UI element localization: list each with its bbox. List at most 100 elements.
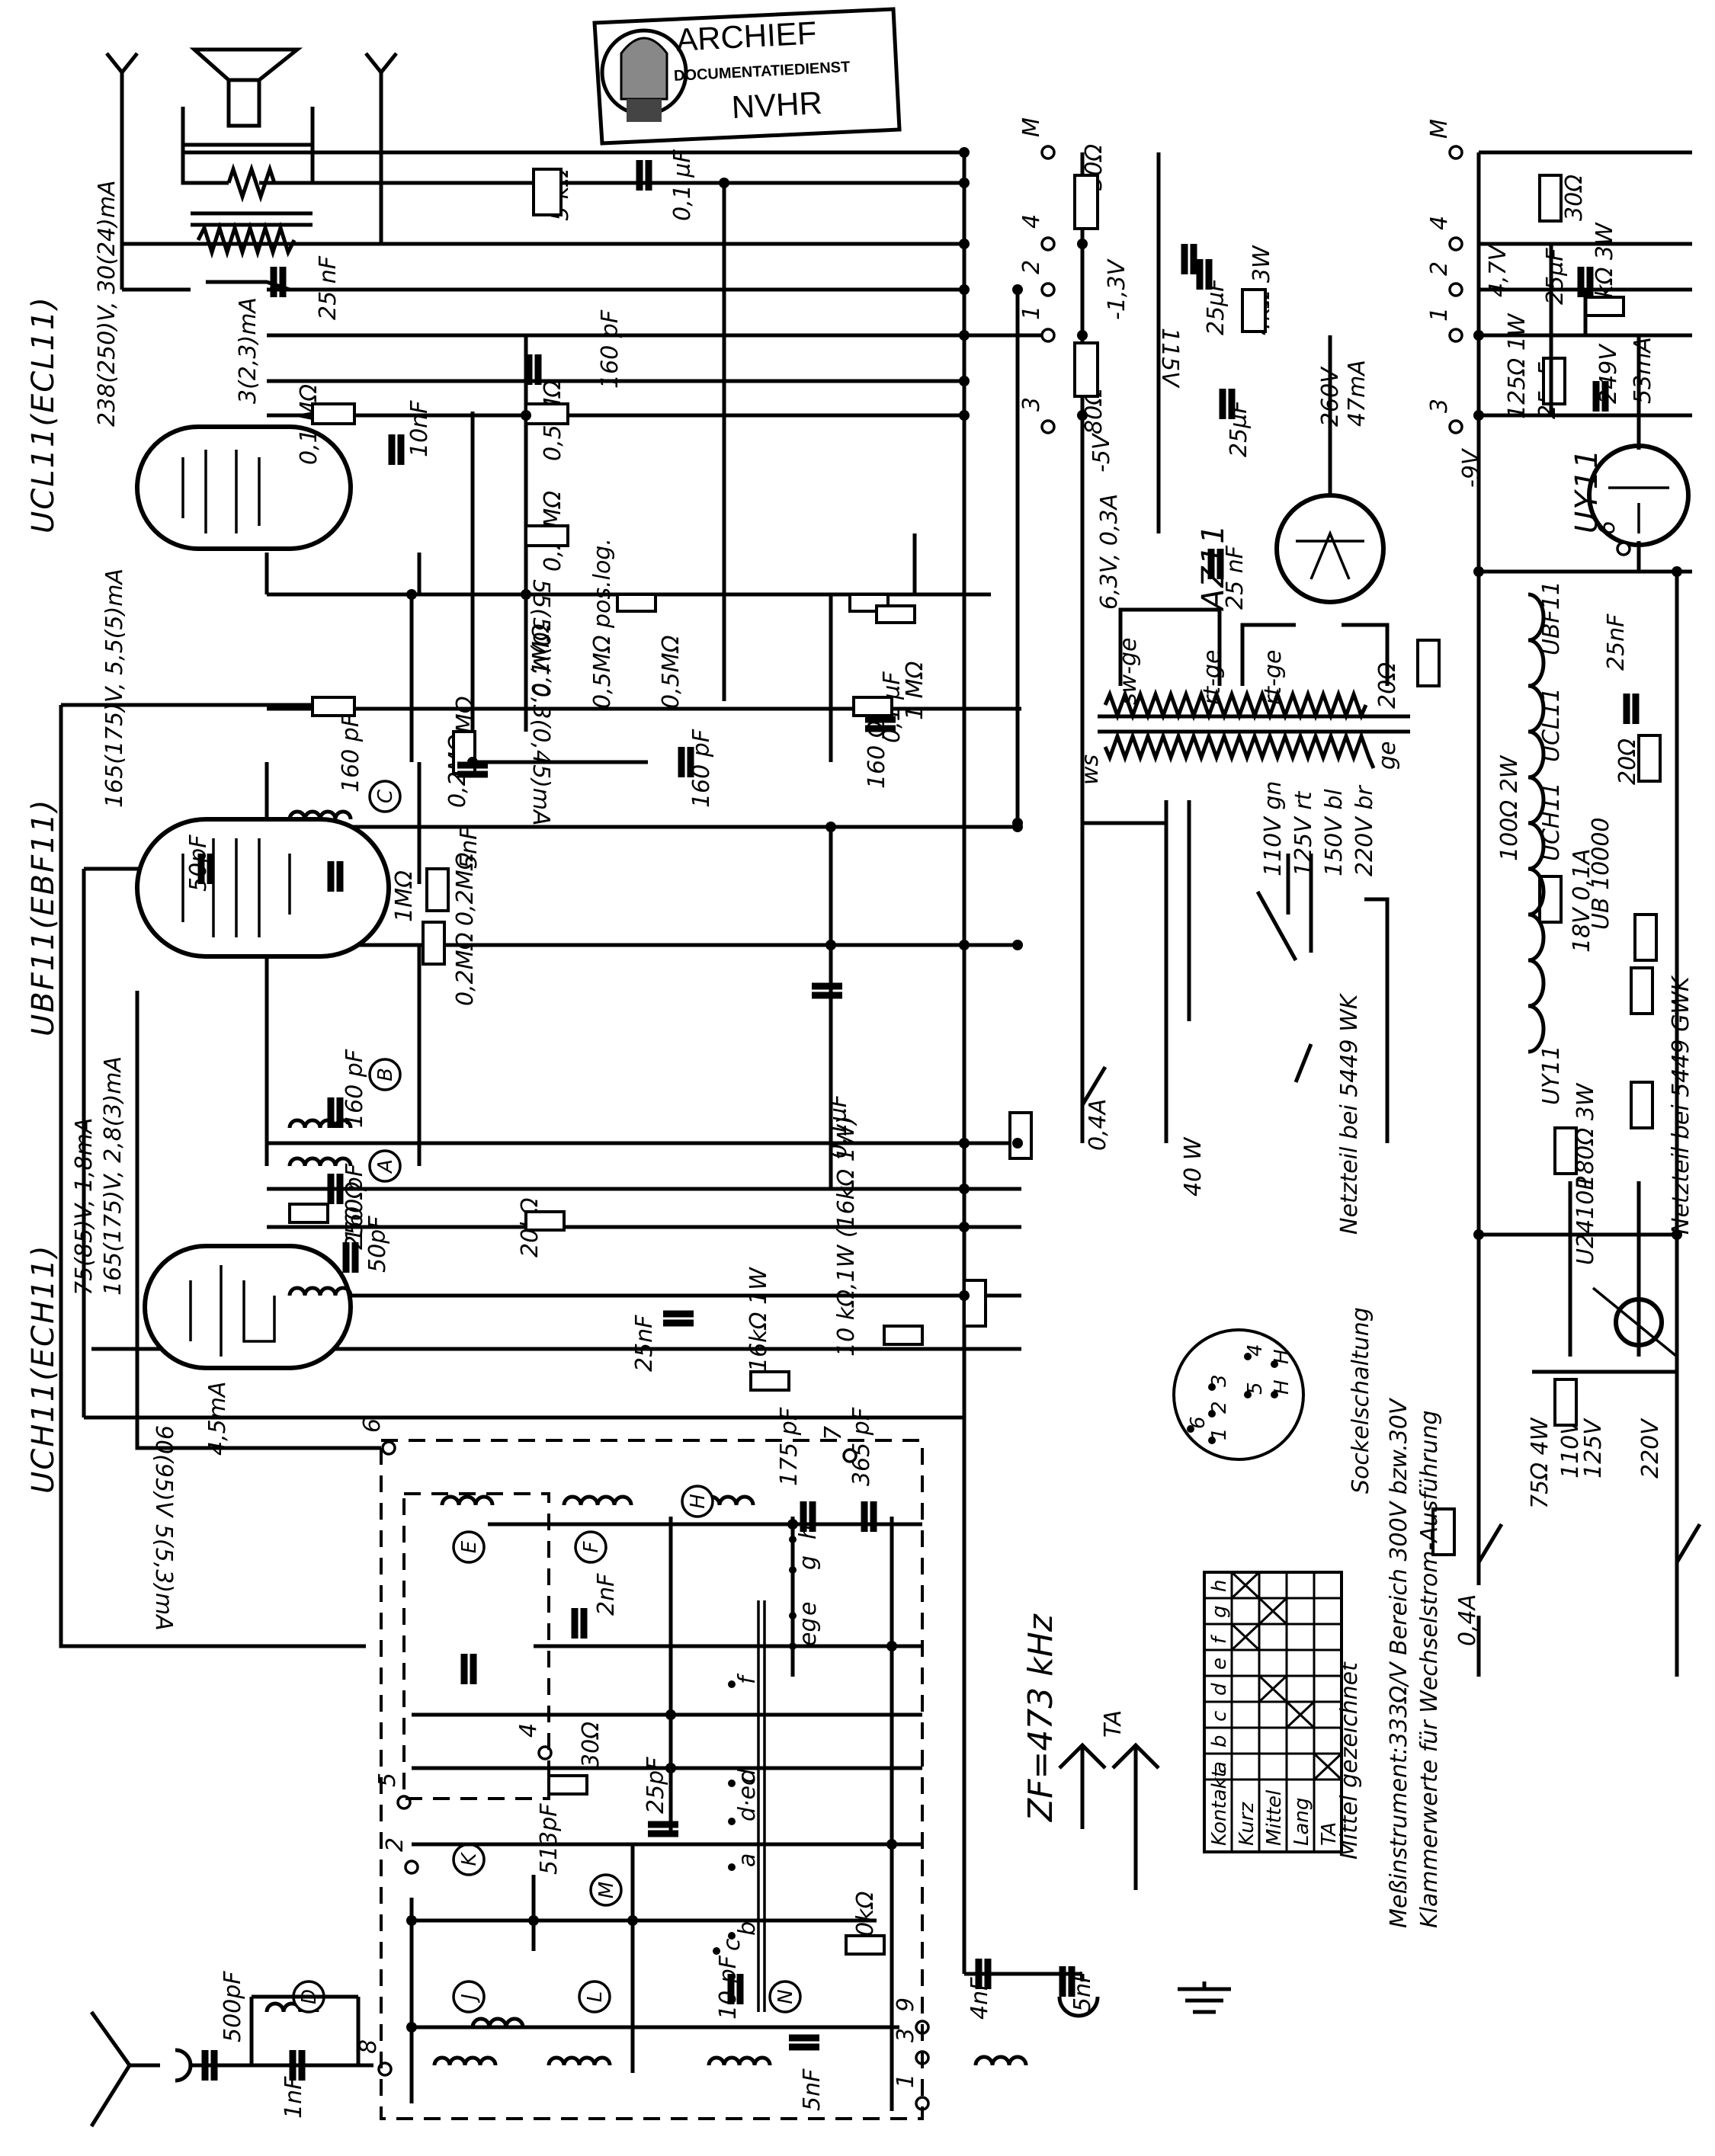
component-label: 25 nF <box>315 255 341 320</box>
resistor-body <box>425 867 450 912</box>
resistor-body <box>1633 913 1658 962</box>
coil-letter: L <box>584 1991 607 2003</box>
coil-winding <box>562 1494 633 1506</box>
table-row-label: Kurz <box>1236 1801 1258 1846</box>
resistor-body <box>547 1774 588 1796</box>
switch-contact-dot <box>728 1780 736 1787</box>
phono-terminals: TA <box>1057 1710 1231 2018</box>
gwk-terminal-number: 3 <box>1426 399 1453 413</box>
switch-contact-label: e <box>795 1602 822 1616</box>
coil-winding <box>707 2055 772 2066</box>
terminal-eyelet <box>842 1448 858 1463</box>
coil-letter-circle <box>768 1980 802 2013</box>
junction-dot <box>959 1138 970 1148</box>
socket-pin-dot <box>1244 1391 1252 1398</box>
terminal-number: 9 <box>893 1997 919 2012</box>
gwk-terminal-eyelet <box>1448 145 1463 160</box>
ann-ucl-anode: 238(250)V, 30(24)mA <box>94 180 120 427</box>
terminal-eyelet <box>404 1860 419 1875</box>
terminal-eyelet <box>1040 419 1056 434</box>
gwk-component-label: 20Ω <box>1614 738 1641 785</box>
component-label: 0,1MΩ <box>528 623 555 697</box>
resistor-body <box>1073 341 1099 398</box>
table-header-cell: a <box>1208 1761 1231 1773</box>
socket-pin-label: 4 <box>1244 1344 1267 1357</box>
junction-dot <box>959 1290 970 1301</box>
resistor-body <box>1553 1378 1578 1427</box>
terminal-eyelet <box>1040 282 1056 297</box>
gwk-component-label: 75Ω 4W <box>1527 1417 1553 1509</box>
component-label: 0,5MΩ pos.log. <box>589 538 616 709</box>
tuner-box <box>380 1439 924 2120</box>
gwk-section <box>1476 150 1702 1677</box>
component-label: 25nF <box>631 1315 658 1372</box>
switch-contact-dot <box>728 1818 736 1825</box>
switch-contact-label: f <box>734 1673 761 1684</box>
resistor-body <box>1637 734 1662 783</box>
junction-dot <box>406 589 417 600</box>
socket-pin-dot <box>1187 1425 1194 1433</box>
socket-pin-label: 2 <box>1208 1401 1231 1414</box>
gwk-terminal-eyelet <box>1448 236 1463 251</box>
socket-pin-label: H <box>1271 1379 1293 1395</box>
coil-winding <box>287 809 353 820</box>
component-label: 2nF <box>593 1573 620 1616</box>
resistor-body <box>1008 1111 1033 1160</box>
resistor-body <box>875 604 916 624</box>
ann-ucl-screen: 3(2,3)mA <box>235 297 261 404</box>
component-label: 175 pF <box>776 1407 803 1486</box>
resistor-body <box>883 1325 924 1346</box>
junction-dot <box>1077 410 1088 421</box>
socket-title: Sockelschaltung <box>1348 1307 1374 1494</box>
component-label: 47mA <box>1344 360 1370 427</box>
stamp-tube-logo <box>600 28 688 122</box>
resistor-body <box>524 1210 566 1232</box>
component-label: 110V gn <box>1260 781 1287 876</box>
capacitor-plates <box>197 160 1640 2081</box>
coil-letter: A <box>374 1159 397 1174</box>
component-label: 16kΩ 1W <box>745 1267 772 1372</box>
gwk-component-label: 100Ω 2W <box>1496 754 1523 861</box>
component-label: 0,1µF <box>825 1094 852 1158</box>
junction-dot <box>959 239 970 249</box>
label-ubf11: UBF11(EBF11) <box>26 799 61 1036</box>
coil-winding <box>973 2055 1028 2066</box>
gwk-terminal-number: M <box>1426 119 1453 139</box>
switch-contact-label: d·ec <box>734 1773 761 1821</box>
table-header-cell: d <box>1208 1683 1231 1696</box>
gwk-component-label: 25nF <box>1603 613 1630 671</box>
switch-contact-label: b <box>734 1921 761 1936</box>
gwk-component-label: 18V 0,1A <box>1569 849 1595 953</box>
ann-uch-osc: 4,5mA <box>204 1382 231 1456</box>
terminal-number: 1 <box>893 2074 919 2088</box>
top-antennas <box>105 52 398 290</box>
terminal-eyelet <box>1040 236 1056 251</box>
component-label: 1MΩ <box>391 870 418 922</box>
table-header-cell: b <box>1208 1735 1231 1748</box>
resistor-body <box>1630 1081 1654 1129</box>
resistor-body <box>532 168 563 216</box>
component-label: 365 pF <box>848 1407 875 1486</box>
table-row-label: TA <box>1318 1822 1341 1846</box>
gwk-terminal-number: 2 <box>1426 261 1453 276</box>
terminal-number: 2 <box>382 1837 409 1852</box>
resistor-body <box>1584 296 1625 317</box>
component-label: 50pF <box>364 1216 391 1273</box>
component-label: 513pF <box>536 1803 563 1875</box>
table-mark-x <box>1230 1623 1261 1651</box>
ann-uch-a: 75(85)V, 1,8mA <box>71 1118 98 1296</box>
terminal-eyelet <box>1040 145 1056 160</box>
switch-contact-dot <box>728 1680 736 1688</box>
gwk-terminal-eyelet <box>1448 328 1463 343</box>
terminal-number: 1 <box>1018 306 1045 320</box>
netzteil-wk: Netzteil bei 5449 WK <box>1336 992 1363 1235</box>
ann-ubf: 165(175)V, 5,5(5)mA <box>101 569 128 808</box>
coils <box>264 809 1028 2066</box>
junction-dot <box>1012 1138 1023 1148</box>
table-mark-x <box>1230 1571 1261 1600</box>
component-label: 10 kΩ,1W (16kΩ 1W) <box>833 1116 860 1357</box>
